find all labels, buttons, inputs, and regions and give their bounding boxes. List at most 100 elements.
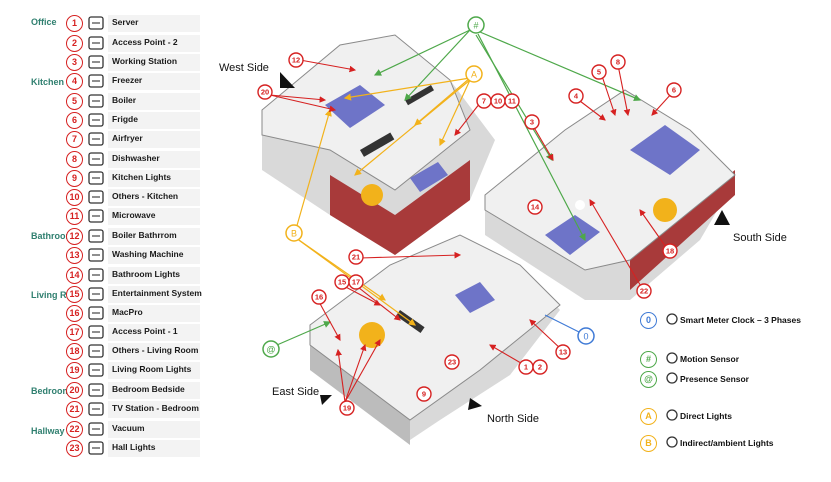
row-band xyxy=(108,421,200,438)
device-number-badge: 12 xyxy=(66,228,83,245)
sensor-markers xyxy=(262,16,595,358)
device-label: Server xyxy=(112,17,139,27)
scene-badge-circle xyxy=(591,64,607,80)
device-label: Living Room Lights xyxy=(112,364,192,374)
device-label: Bedroom Bedside xyxy=(112,384,185,394)
row-band xyxy=(108,170,200,187)
room-heading-bedroom: Bedroom xyxy=(31,386,71,397)
device-number-badge: 4 xyxy=(66,73,83,90)
row-band xyxy=(108,401,200,418)
device-number-badge: 15 xyxy=(66,286,83,303)
device-number-badge: 13 xyxy=(66,247,83,264)
west-arrow-icon xyxy=(280,72,295,88)
presence-sensor-marker: @ xyxy=(266,345,275,355)
device-row: 21 TV Station - Bedroom xyxy=(0,400,205,419)
north-side-label: North Side xyxy=(487,413,539,425)
scene-badge-circle xyxy=(348,274,364,290)
plug-icon xyxy=(88,344,104,358)
speaker-icon xyxy=(88,287,104,301)
scene-badge-number: 22 xyxy=(640,287,648,296)
west-wing xyxy=(261,34,495,255)
device-label: Working Station xyxy=(112,56,178,66)
scene-badge-number: 6 xyxy=(672,86,676,95)
row-band xyxy=(108,286,200,303)
scene-badge-circle xyxy=(555,344,571,360)
east-wing xyxy=(309,234,561,445)
row-band xyxy=(108,208,200,225)
scene-badge-number: 5 xyxy=(597,68,601,77)
boiler-icon xyxy=(88,94,104,108)
scene-badge-number: 16 xyxy=(315,293,323,302)
router-icon xyxy=(88,36,104,50)
row-band xyxy=(108,35,200,52)
presence-icon xyxy=(666,372,678,384)
scene-badge-number: 15 xyxy=(338,278,346,287)
clock-icon xyxy=(666,313,678,325)
room-heading-kitchen: Kitchen xyxy=(31,77,65,88)
device-label: Vacuum xyxy=(112,423,145,433)
device-label: Boiler Bathrrom xyxy=(112,230,177,240)
key-label: Smart Meter Clock – 3 Phases xyxy=(680,315,801,325)
key-symbol: B xyxy=(640,435,657,452)
microwave-icon xyxy=(88,209,104,223)
device-number-badge: 1 xyxy=(66,15,83,32)
row-band xyxy=(108,382,200,399)
row-band xyxy=(108,151,200,168)
scene-badge-circle xyxy=(348,249,364,265)
device-label: TV Station - Bedroom xyxy=(112,403,199,413)
scene-badge-circle xyxy=(532,359,548,375)
device-number-badge: 20 xyxy=(66,382,83,399)
key-row: @Presence Sensor xyxy=(640,370,830,390)
bulb-icon xyxy=(88,441,104,455)
device-row: 15 Entertainment System xyxy=(0,285,205,304)
row-band xyxy=(108,112,200,129)
key-row: #Motion Sensor xyxy=(640,350,830,370)
device-label: Entertainment System xyxy=(112,288,202,298)
scene-badge-number: 12 xyxy=(292,56,300,65)
device-legend: Office Kitchen Bathroom Living Roo Bedro… xyxy=(0,0,205,477)
scene-badge-circle xyxy=(257,84,273,100)
key-symbol: A xyxy=(640,408,657,425)
scene-badge-number: 20 xyxy=(261,88,269,97)
row-band xyxy=(108,362,200,379)
north-arrow-icon xyxy=(468,398,482,410)
device-number-badge: 23 xyxy=(66,440,83,457)
scene-badge-number: 8 xyxy=(616,58,620,67)
airfryer-icon xyxy=(88,132,104,146)
device-label: Dishwasher xyxy=(112,153,160,163)
scene-badge-circle xyxy=(524,114,540,130)
device-label: Airfryer xyxy=(112,133,143,143)
row-band xyxy=(108,15,200,32)
plug-icon xyxy=(88,190,104,204)
device-number-badge: 8 xyxy=(66,151,83,168)
device-number-badge: 14 xyxy=(66,267,83,284)
row-band xyxy=(108,247,200,264)
scene-badge-number: 18 xyxy=(666,247,674,256)
device-number-badge: 21 xyxy=(66,401,83,418)
scene-badge-circle xyxy=(610,54,626,70)
fridge-icon xyxy=(88,113,104,127)
meter-marker: 0 xyxy=(583,332,588,342)
motion-sensor-links xyxy=(269,29,642,349)
floorplan-svg: # A B @ 0 122071011358461418222115171612… xyxy=(257,16,736,445)
scene-badge-number: 13 xyxy=(559,348,567,357)
shower-icon xyxy=(88,229,104,243)
device-label: Access Point - 2 xyxy=(112,37,178,47)
scene-badge-circle xyxy=(444,354,460,370)
row-band xyxy=(108,54,200,71)
bulb-icon xyxy=(88,171,104,185)
device-label: Access Point - 1 xyxy=(112,326,178,336)
monitor-icon xyxy=(88,306,104,320)
scene-badge-circle xyxy=(527,199,543,215)
room-heading-living: Living Roo xyxy=(31,290,78,301)
key-label: Presence Sensor xyxy=(680,374,749,384)
